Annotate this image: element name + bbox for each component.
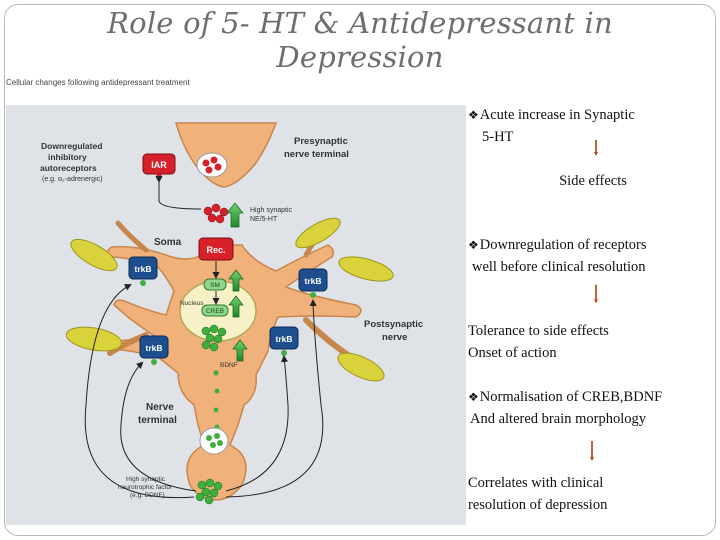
note-acute-line2: 5-HT: [482, 129, 514, 145]
slide-frame: [4, 4, 716, 536]
nerve-terminal-label-1: Nerve: [146, 402, 174, 413]
slide-title-line1: Role of 5- HT & Antidepressant in: [107, 6, 613, 40]
note-tolerance: Tolerance to side effects Onset of actio…: [468, 320, 718, 364]
presynaptic-label-1: Presynaptic: [294, 136, 348, 147]
neurotrophic-label-2: neurotrophic factor: [118, 484, 173, 491]
downregulated-label-1: Downregulated: [41, 141, 102, 151]
soma-label: Soma: [154, 237, 182, 248]
trkb-label: trkB: [304, 276, 321, 286]
creb-up-arrow: [228, 295, 244, 318]
glia-left: [65, 326, 123, 352]
soma-receptor: [198, 237, 234, 261]
note-correlates: Correlates with clinical resolution of d…: [468, 472, 718, 516]
figure-caption: Cellular changes following antidepressan…: [6, 78, 190, 87]
note-correlates-line2: resolution of depression: [468, 497, 608, 513]
glia-mid-right: [338, 256, 394, 282]
bullet-icon: ❖: [468, 390, 479, 404]
note-normalisation: ❖Normalisation of CREB,BDNF And altered …: [468, 386, 718, 430]
feedback-arrow-right-outer: [225, 299, 324, 498]
iar-feedback-arrow: [155, 176, 202, 210]
nucleus-label: Nucleus: [180, 300, 204, 307]
trkb-label: trkB: [145, 343, 162, 353]
glia-top-right: [295, 217, 341, 249]
high-synaptic-label-1: High synaptic: [250, 207, 293, 214]
creb-marker: [201, 304, 229, 317]
bdnf-cluster-soma: [201, 324, 227, 352]
note-tolerance-line2: Onset of action: [468, 345, 557, 361]
trkb-label: trkB: [134, 264, 151, 274]
note-normal-line2: And altered brain morphology: [470, 411, 646, 427]
synaptic-5ht-cluster: [203, 203, 229, 224]
feedback-arrow-right-inner: [225, 355, 289, 492]
trkb-top-right: trkB: [298, 268, 328, 298]
dendrite-left-upper: [115, 220, 149, 253]
creb-label: CREB: [206, 308, 224, 315]
terminal-vesicle-contents: [206, 433, 223, 448]
slide-title: Role of 5- HT & Antidepressant in Depres…: [0, 6, 720, 74]
neurotrophic-label-1: High synaptic: [126, 476, 166, 483]
rec-label: Rec.: [206, 245, 225, 255]
note-acute: ❖Acute increase in Synaptic 5-HT: [468, 104, 718, 148]
high-ne-up-arrow: [226, 202, 244, 228]
bullet-icon: ❖: [468, 238, 479, 252]
trkb-bottom-right: trkB: [269, 326, 299, 356]
glia-bottom-right: [337, 352, 385, 382]
presynaptic-label-2: nerve terminal: [284, 149, 349, 160]
down-arrow-icon: [590, 441, 594, 461]
bullet-icon: ❖: [468, 108, 479, 122]
vesicle-contents: [202, 156, 222, 174]
antidepressant-cell-diagram: IAR Downregulated inhibitory autorecepto…: [6, 105, 466, 525]
note-tolerance-line1: Tolerance to side effects: [468, 323, 609, 339]
released-bdnf-cluster: [195, 478, 223, 505]
trkb-top-left: trkB: [128, 256, 158, 286]
sm-marker: [203, 278, 227, 291]
note-downreg-line2: well before clinical resolution: [472, 259, 646, 275]
synaptic-vesicle: [196, 152, 228, 178]
note-downreg-line1: Downregulation of receptors: [479, 237, 647, 253]
note-downregulation: ❖Downregulation of receptors well before…: [468, 234, 718, 278]
high-synaptic-label-2: NE/5-HT: [250, 216, 278, 223]
slide-title-line2: Depression: [276, 40, 444, 74]
downregulated-label-4: (e.g. α₂-adrenergic): [42, 176, 102, 183]
down-arrow-icon: [594, 284, 598, 304]
iar-label: IAR: [151, 160, 167, 170]
iar-stalk: [156, 174, 162, 180]
bdnf-up-arrow: [232, 339, 248, 362]
bdnf-label: BDNF: [220, 362, 238, 369]
postsynaptic-label-1: Postsynaptic: [364, 319, 423, 330]
note-correlates-line1: Correlates with clinical: [468, 475, 604, 491]
terminal-vesicle: [199, 427, 229, 455]
postsynaptic-label-2: nerve: [382, 332, 407, 343]
downregulated-label-3: autoreceptors: [40, 163, 97, 173]
note-acute-line1: Acute increase in Synaptic: [479, 107, 635, 123]
postsynaptic-neuron: [106, 244, 362, 501]
downregulated-label-2: inhibitory: [48, 152, 87, 162]
trkb-label: trkB: [275, 334, 292, 344]
feedback-arrow-left-inner: [120, 361, 197, 492]
trkb-bottom-left: trkB: [139, 335, 169, 365]
sm-label: SM: [210, 282, 220, 289]
feedback-arrow-left-outer: [84, 284, 195, 499]
note-side-effects: Side effects: [559, 173, 627, 189]
sm-up-arrow: [228, 269, 244, 292]
down-arrow-icon: [594, 140, 598, 156]
glia-top-left: [70, 238, 118, 272]
note-normal-line1: Normalisation of CREB,BDNF: [479, 389, 663, 405]
nerve-terminal-label-2: terminal: [138, 415, 177, 426]
